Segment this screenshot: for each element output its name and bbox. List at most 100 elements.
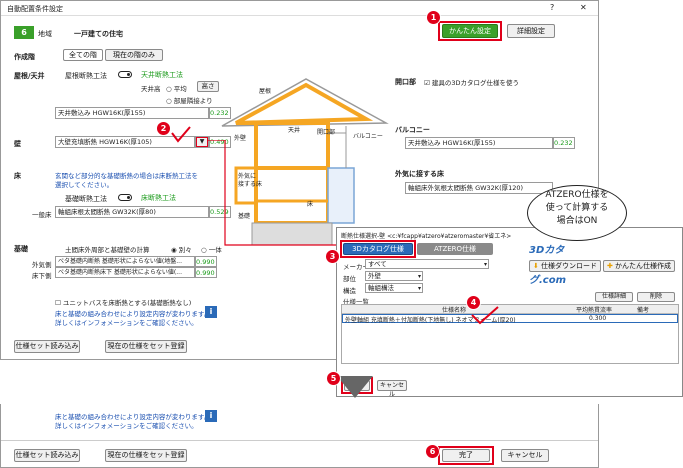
floor-method-label: 床断熱工法 — [141, 194, 176, 202]
table-row[interactable]: 外壁軸組 充填断熱＋付加断熱(下地無し) ネオマフォーム(厚20) 0.300 — [342, 314, 678, 324]
floor-section-label: 床 — [14, 172, 21, 180]
diagram-outside-floor-2: 接する床 — [238, 181, 263, 188]
lower-cancel-button[interactable]: キャンセル — [501, 449, 549, 462]
under-u-value: 0.990 — [195, 267, 217, 278]
step-badge-3: 3 — [325, 249, 340, 264]
diagram-ceiling: 天井 — [288, 127, 301, 134]
height-button[interactable]: 高さ — [197, 81, 219, 92]
foundation-toggle[interactable] — [118, 194, 132, 201]
row-u-value: 0.300 — [589, 315, 607, 322]
help-icon[interactable]: ? — [550, 3, 555, 12]
highlight-wall-dropdown — [196, 137, 208, 147]
foundation-toggle-label: 基礎断熱工法 — [65, 195, 107, 203]
info-icon[interactable]: i — [205, 410, 217, 422]
col-name: 仕様名称 — [442, 307, 467, 314]
done-button[interactable]: 完了 — [442, 449, 490, 462]
opening-label: 開口部 — [395, 78, 416, 86]
dialog-title: 断熱仕様選択-壁 <c:¥fcapp¥atzero¥atzeromaster¥省… — [341, 233, 512, 240]
struct-label: 構造 — [343, 287, 356, 295]
diagram-wall: 外壁 — [234, 135, 247, 142]
wall-spec-dropdown-icon[interactable]: ▼ — [195, 136, 209, 148]
outside-floor-spec-field[interactable]: 軸組床外気根太間断熱 GW32K(厚120) — [405, 182, 553, 194]
same-radio[interactable]: ○ 一体 — [201, 246, 222, 254]
under-floor-field[interactable]: べタ基礎内断熱床下 基礎形状によらない値(... — [55, 267, 195, 278]
part-label: 部位 — [343, 275, 356, 283]
maker-select[interactable]: すべて — [365, 259, 489, 269]
floor-note-1: 玄関など部分的な基礎断熱の場合は床断熱工法を — [55, 172, 198, 180]
house-diagram — [221, 78, 389, 246]
region-label: 地域 — [38, 30, 52, 38]
col-note: 備考 — [637, 307, 650, 314]
download-icon: ⬇ — [532, 262, 539, 270]
callout-line-3: 場合はON — [556, 216, 598, 226]
lower-save-button[interactable]: 現在の仕様をセット登録 — [105, 449, 187, 462]
download-spec-button[interactable]: ⬇ 仕様ダウンロード — [529, 260, 601, 272]
save-spec-set-button[interactable]: 現在の仕様をセット登録 — [105, 340, 187, 353]
foundation-label: 基礎 — [14, 245, 28, 253]
unitbath-checkbox[interactable]: ☐ ユニットバスを床断熱とする(基礎断熱なし) — [55, 299, 192, 307]
delete-button[interactable]: 削除 — [637, 292, 675, 302]
step-badge-2: 2 — [156, 121, 171, 136]
spec-list-table: 仕様名称 平均熱貫流率 備考 外壁軸組 充填断熱＋付加断熱(下地無し) ネオマフ… — [341, 304, 679, 364]
tab-atzero[interactable]: ATZERO仕様 — [417, 243, 493, 255]
ceiling-method-label: 天井断熱工法 — [141, 71, 183, 79]
load-spec-set-button[interactable]: 仕様セット読み込み — [14, 340, 80, 353]
roof-u-value: 0.232 — [209, 107, 231, 119]
roof-spec-field[interactable]: 天井敷込み HGW16K(厚155) — [55, 107, 209, 119]
connector-line — [208, 140, 340, 246]
ceiling-height-label: 天井高 — [141, 85, 161, 93]
part-select[interactable]: 外壁 — [365, 271, 423, 281]
diagram-balcony: バルコニー — [353, 133, 383, 140]
spec-detail-button[interactable]: 仕様詳細 — [595, 292, 633, 302]
outside-floor-label: 外気に接する床 — [395, 170, 444, 178]
outer-u-value: 0.990 — [195, 256, 217, 267]
partial-radio[interactable]: ○ 部屋隣接より — [166, 97, 213, 105]
spec-select-dialog: 断熱仕様選択-壁 <c:¥fcapp¥atzero¥atzeromaster¥省… — [336, 227, 683, 398]
lower-load-button[interactable]: 仕様セット読み込み — [14, 449, 80, 462]
general-floor-label: 一般床 — [32, 211, 52, 219]
lower-note-2: 詳しくはインフォメーションをご確認ください。 — [55, 422, 198, 430]
detail-setting-button[interactable]: 詳細設定 — [507, 24, 555, 38]
settings-window: 自動配置条件設定 ? ✕ 6 地域 一戸建ての住宅 かんたん設定 詳細設定 作成… — [0, 0, 599, 360]
region-number[interactable]: 6 — [14, 26, 34, 39]
wall-spec-field[interactable]: 大壁充填断熱 HGW16K(厚105) — [55, 136, 195, 148]
step-badge-5: 5 — [326, 371, 341, 386]
unitbath-note-1: 床と基礎の組み合わせにより設定内容が変わります。 — [55, 310, 211, 318]
checkmark-icon — [171, 126, 191, 143]
step-badge-6: 6 — [425, 444, 440, 459]
catalog-logo: 3Dカタログ.com — [529, 245, 567, 286]
divider — [1, 440, 598, 441]
callout-line-2: 使って計算する — [545, 203, 609, 213]
create-spec-button[interactable]: ✚ かんたん仕様作成 — [603, 260, 675, 272]
lower-window-strip: 床と基礎の組み合わせにより設定内容が変わります。 詳しくはインフォメーションをご… — [0, 404, 599, 468]
roof-label: 屋根/天井 — [14, 72, 45, 80]
diagram-roof: 屋根 — [259, 88, 272, 95]
close-icon[interactable]: ✕ — [580, 3, 587, 12]
dialog-cancel-button[interactable]: キャンセル — [377, 380, 407, 398]
struct-select[interactable]: 軸組構法 — [365, 283, 423, 293]
outer-side-field[interactable]: べタ基礎内断熱 基礎形状によらない値(地盤... — [55, 256, 195, 267]
tab-3d-catalog[interactable]: 3Dカタログ仕様 — [343, 243, 413, 255]
col-u-value: 平均熱貫流率 — [576, 307, 613, 314]
balcony-u-value: 0.232 — [553, 137, 575, 149]
roof-toggle[interactable] — [118, 71, 132, 78]
all-floors-button[interactable]: 全ての階 — [63, 49, 103, 61]
highlight-done — [438, 446, 494, 465]
opening-3d-checkbox[interactable]: ☑ 建具の3Dカタログ仕様を使う — [424, 79, 520, 87]
under-floor-label: 床下側 — [32, 272, 52, 280]
separate-radio[interactable]: ◉ 別々 — [171, 246, 192, 254]
lower-note-1: 床と基礎の組み合わせにより設定内容が変わります。 — [55, 413, 211, 421]
balcony-spec-field[interactable]: 天井敷込み HGW16K(厚155) — [405, 137, 553, 149]
easy-setting-button[interactable]: かんたん設定 — [442, 24, 498, 38]
info-icon[interactable]: i — [205, 306, 217, 318]
avg-radio[interactable]: ○ 平均 — [166, 85, 187, 93]
table-header: 仕様名称 平均熱貫流率 備考 — [342, 305, 678, 314]
floor-spec-field[interactable]: 軸組床根太間断熱 GW32K(厚80) — [55, 206, 209, 218]
step-badge-4: 4 — [466, 295, 481, 310]
unitbath-note-2: 詳しくはインフォメーションをご確認ください。 — [55, 319, 198, 327]
balcony-label: バルコニー — [395, 126, 430, 134]
title-bar: 自動配置条件設定 ? ✕ — [1, 1, 598, 16]
roof-toggle-label: 屋根断熱工法 — [65, 72, 107, 80]
current-floor-button[interactable]: 現在の階のみ — [105, 49, 163, 61]
row-spec-name: 外壁軸組 充填断熱＋付加断熱(下地無し) ネオマフォーム(厚20) — [345, 317, 516, 324]
